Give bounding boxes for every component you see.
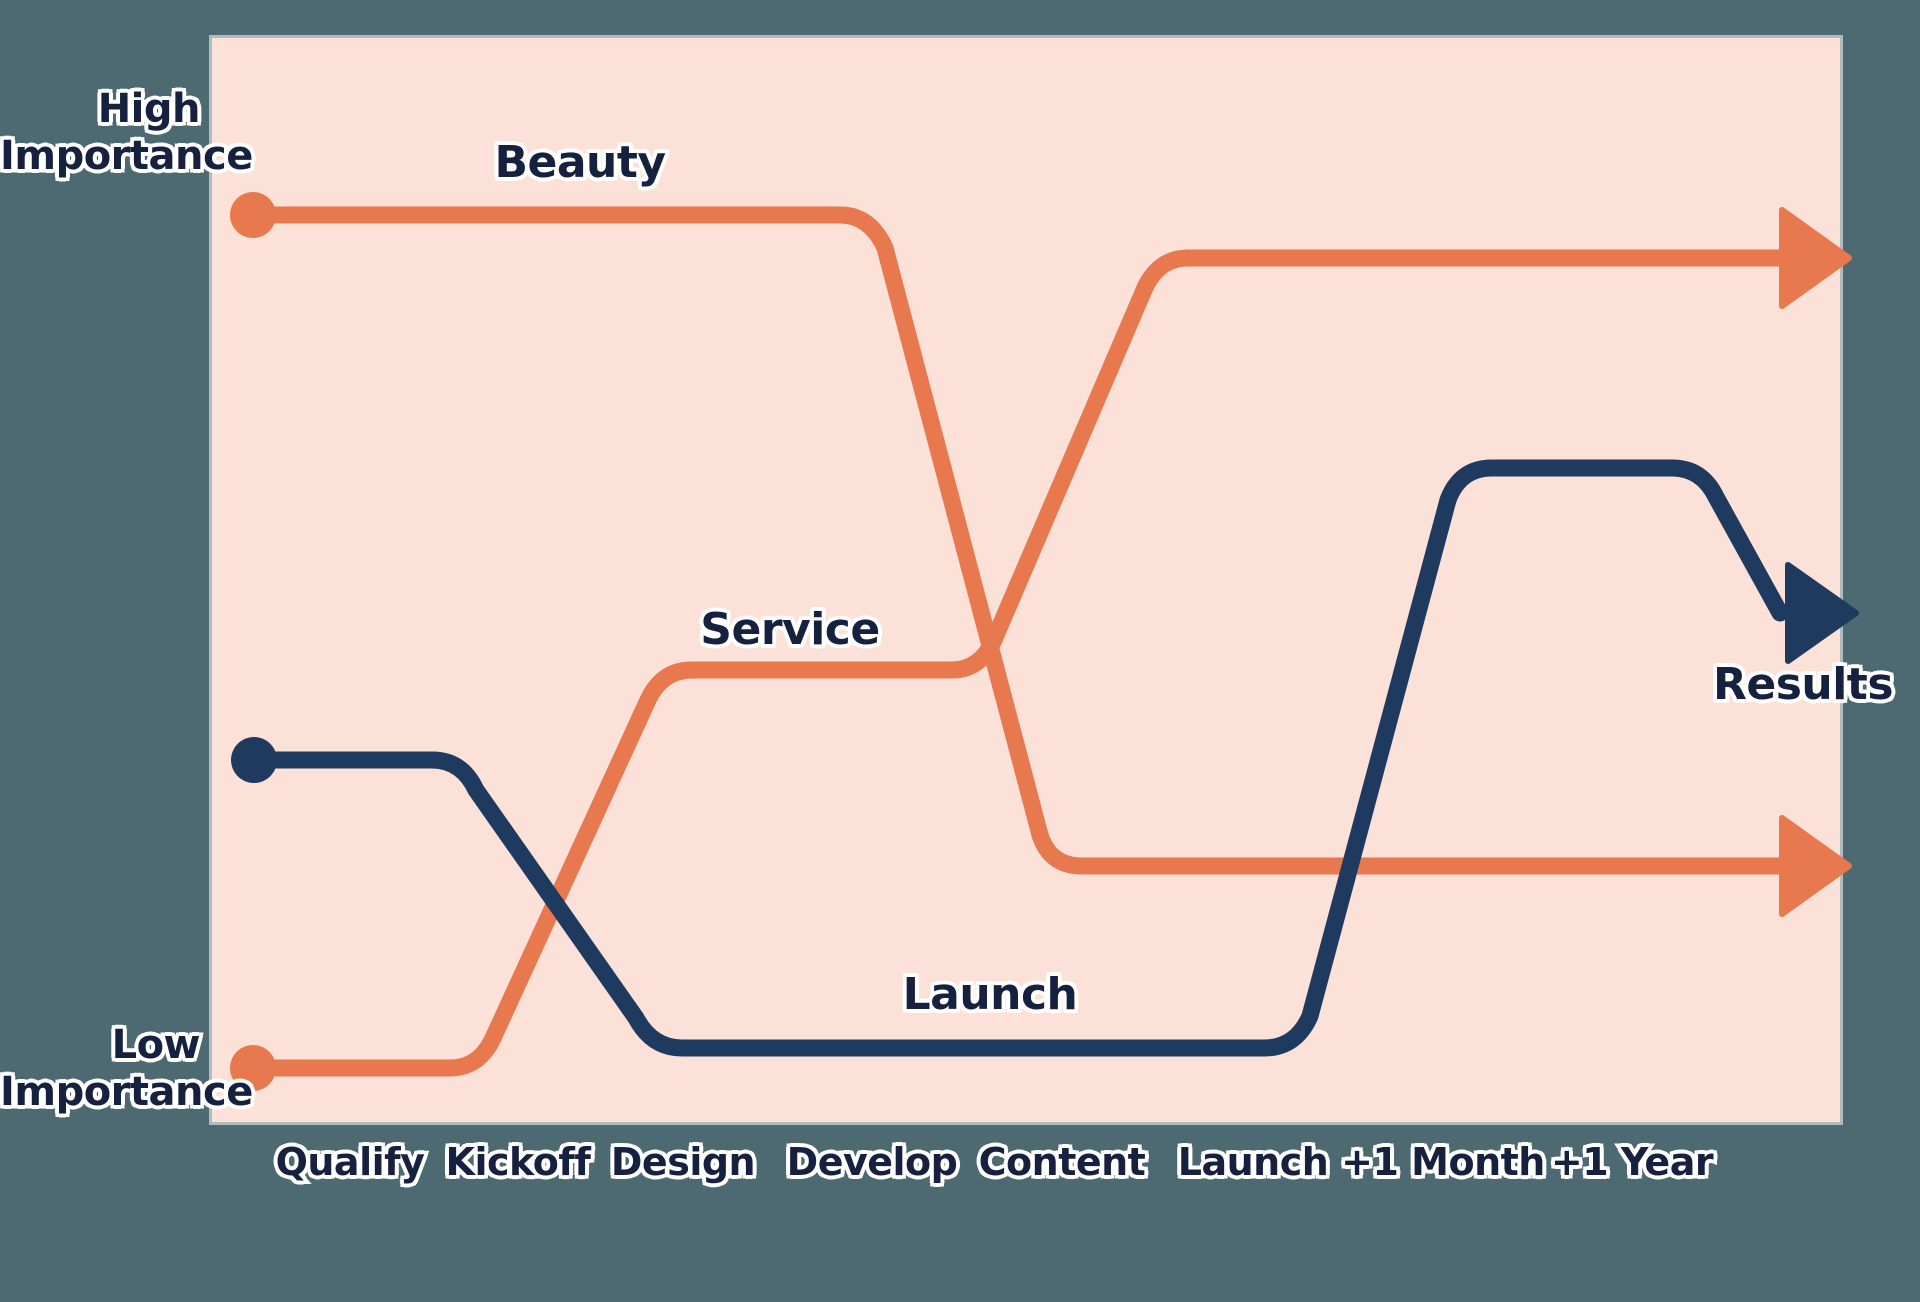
x-axis-tick-label: Qualify [272, 1137, 428, 1188]
series-label-service: Service [697, 601, 884, 658]
x-axis-tick-label: Kickoff [442, 1137, 594, 1188]
y-axis-low-line2: Importance [0, 1066, 257, 1119]
x-axis-tick-label: Launch [1174, 1137, 1332, 1188]
y-axis-high-line1: High [94, 83, 204, 136]
series-label-results: Results [1709, 656, 1897, 713]
y-axis-low-line1: Low [108, 1019, 204, 1072]
plot-area [212, 38, 1840, 1122]
y-axis-high-label: High Importance [0, 83, 257, 183]
series-label-beauty: Beauty [491, 134, 670, 191]
x-axis-tick-label: +1 Month [1338, 1137, 1549, 1188]
y-axis-high-line2: Importance [0, 130, 257, 183]
x-axis-tick-label: Design [607, 1137, 759, 1188]
x-axis-tick-label: Content [975, 1137, 1149, 1188]
x-axis-tick-label: Develop [783, 1137, 961, 1188]
series-label-launch: Launch [899, 966, 1081, 1023]
x-axis-tick-label: +1 Year [1547, 1137, 1717, 1188]
y-axis-low-label: Low Importance [0, 1019, 257, 1119]
